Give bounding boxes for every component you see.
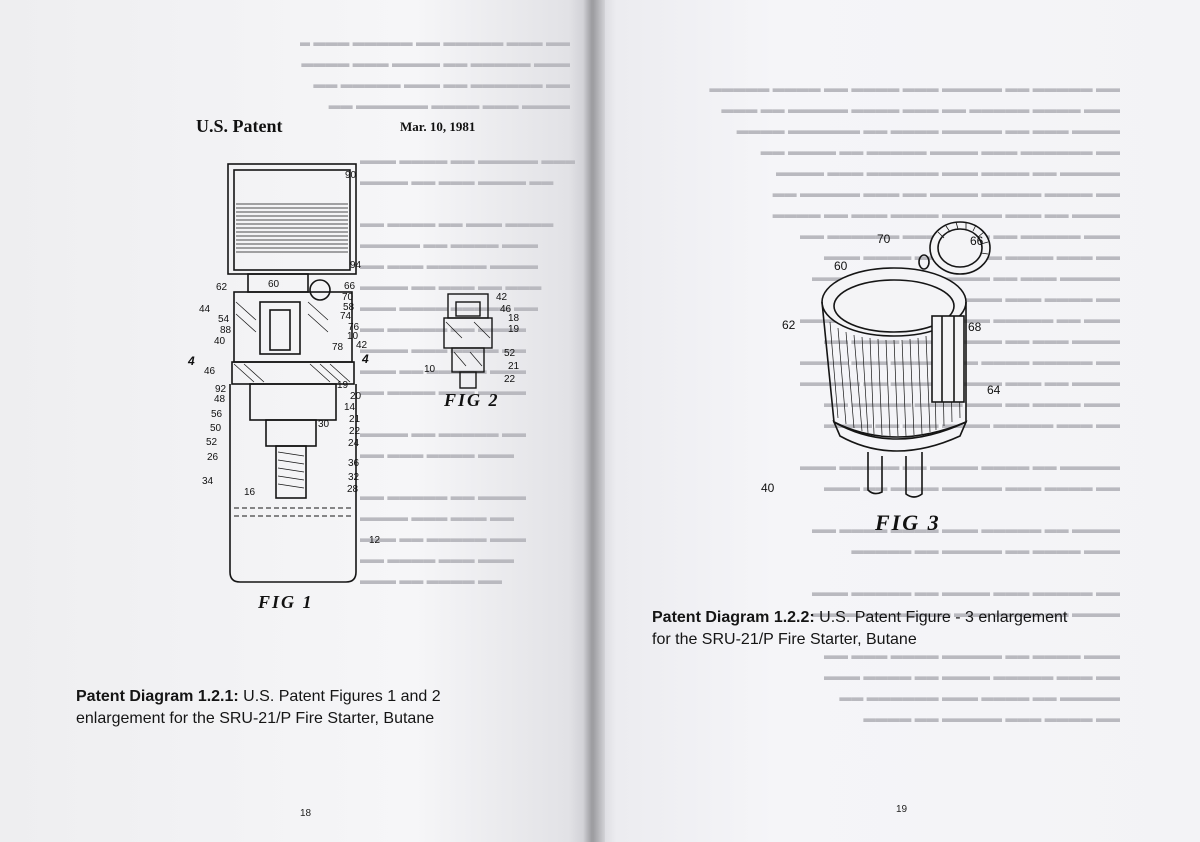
fig1-callout: 28 (347, 484, 359, 495)
fig1-callout: 22 (349, 426, 361, 437)
left-caption: Patent Diagram 1.2.1: U.S. Patent Figure… (76, 686, 546, 730)
fig1-callout: 34 (202, 476, 214, 487)
fig1-callout: 92 (215, 384, 227, 395)
book-gutter-shadow (583, 0, 605, 842)
right-page-number: 19 (896, 804, 908, 815)
fig3-callout: 64 (987, 383, 1001, 397)
fig1-callout: 58 (343, 302, 355, 313)
patent-title: U.S. Patent (196, 116, 283, 136)
fig1-callout: 66 (344, 281, 356, 292)
fig1-callout: 14 (344, 402, 356, 413)
fig1-callout: 90 (345, 170, 357, 181)
fig2-callout: 18 (508, 313, 520, 324)
fig1-label: FIG 1 (258, 592, 314, 612)
fig1-callout: 36 (348, 458, 360, 469)
bleed-through-text-top: ▬▬ ▬▬▬ ▬▬▬▬▬ ▬▬ ▬▬▬▬▬ ▬▬▬ ▬▬ ▬▬▬ ▬▬▬▬▬ ▬… (300, 35, 570, 112)
fig1-callout: 74 (340, 311, 352, 322)
fig1-callout: 62 (216, 282, 228, 293)
fig1-callout: 10 (347, 331, 359, 342)
fig3-callout: 66 (970, 234, 984, 248)
fig1-callout: 88 (220, 325, 232, 336)
fig1-callout: 32 (348, 472, 360, 483)
fig1-callout: 46 (204, 366, 216, 377)
fig1-callout: 60 (268, 279, 280, 290)
fig1-callout: 40 (214, 336, 226, 347)
fig3-label: FIG 3 (875, 510, 941, 535)
fig1-callout: 94 (350, 260, 362, 271)
fig2-callout: 52 (504, 348, 516, 359)
left-page: ▬▬ ▬▬▬ ▬▬▬▬▬ ▬▬ ▬▬▬▬▬ ▬▬▬ ▬▬ ▬▬▬ ▬▬▬▬▬ ▬… (0, 0, 592, 842)
fig1-callout: 48 (214, 394, 226, 405)
fig1-callout: 12 (369, 535, 381, 546)
fig3-callout: 70 (877, 232, 891, 246)
fig1-callout: 54 (218, 314, 230, 325)
bleed-through-text-middle: ▬▬▬ ▬▬▬▬ ▬▬ ▬▬▬▬▬ ▬▬▬ ▬▬▬▬ ▬▬ ▬▬▬ ▬▬▬▬ ▬… (360, 153, 575, 587)
fig3-callout: 60 (834, 259, 848, 273)
fig2-callout: 21 (508, 361, 520, 372)
fig1-callout: 21 (349, 414, 361, 425)
fig3-callout: 68 (968, 320, 982, 334)
left-caption-title: Patent Diagram 1.2.1: (76, 688, 239, 705)
fig1-section-marker: 4 (362, 352, 369, 366)
fig1-callout: 19 (337, 380, 349, 391)
fig1-callout: 78 (332, 342, 344, 353)
fig1-callout: 76 (348, 322, 360, 333)
fig1-callout: 44 (199, 304, 211, 315)
right-caption-title: Patent Diagram 1.2.2: (652, 609, 815, 626)
fig2-callout: 42 (496, 292, 508, 303)
fig2-callout: 46 (500, 304, 512, 315)
fig1-callout: 42 (356, 340, 368, 351)
patent-date: Mar. 10, 1981 (400, 119, 476, 134)
left-caption-line2: enlargement for the SRU-21/P Fire Starte… (76, 710, 435, 727)
left-page-number: 18 (300, 808, 312, 819)
fig2-callout: 22 (504, 374, 516, 385)
right-caption-line2: for the SRU-21/P Fire Starter, Butane (652, 631, 917, 648)
fig1-callout: 50 (210, 423, 222, 434)
fig1-callout: 20 (350, 391, 362, 402)
fig1-lighter-drawing (227, 163, 357, 583)
fig2-callout: 19 (508, 324, 520, 335)
fig1-section-marker: 4 (188, 354, 195, 368)
right-caption-line1: U.S. Patent Figure - 3 enlargement (814, 609, 1068, 626)
fig3-callout: 40 (761, 481, 775, 495)
fig1-callout: 52 (206, 437, 218, 448)
right-caption: Patent Diagram 1.2.2: U.S. Patent Figure… (652, 607, 1152, 651)
fig1-callout: 56 (211, 409, 223, 420)
fig2-callout: 10 (424, 364, 436, 375)
fig2-valve-drawing (443, 293, 493, 389)
right-page: ▬▬ ▬▬▬▬▬ ▬▬ ▬▬▬▬▬ ▬▬▬ ▬▬▬▬ ▬▬ ▬▬▬▬ ▬▬▬▬▬… (592, 0, 1200, 842)
fig1-callout: 24 (348, 438, 360, 449)
fig1-callout: 26 (207, 452, 219, 463)
fig2-label: FIG 2 (444, 390, 500, 410)
fig1-callout: 16 (244, 487, 256, 498)
left-caption-line1: U.S. Patent Figures 1 and 2 (238, 688, 441, 705)
fig3-cap-drawing (821, 221, 991, 498)
fig3-callout: 62 (782, 318, 796, 332)
fig1-callout: 70 (342, 292, 354, 303)
fig1-callout: 30 (318, 419, 330, 430)
